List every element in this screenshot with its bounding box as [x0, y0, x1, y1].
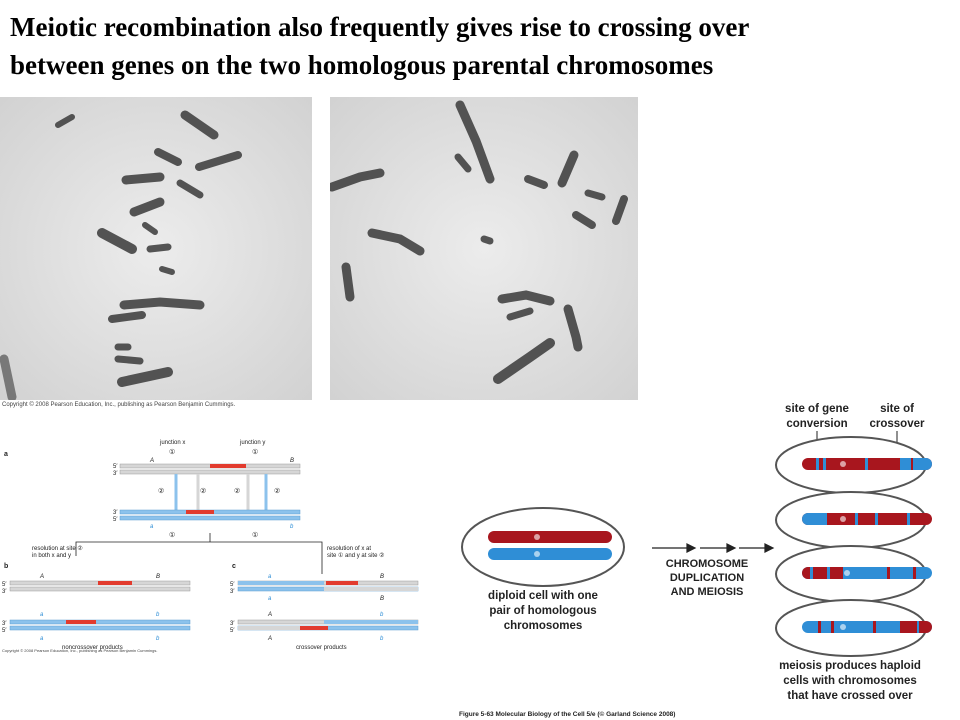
svg-text:5′: 5′ — [113, 464, 118, 470]
junction-x-site: ① — [169, 448, 175, 456]
svg-text:in both x and y: in both x and y — [32, 553, 71, 559]
title-line-2: between genes on the two homologous pare… — [10, 50, 714, 80]
gene-conversion-label-2: conversion — [786, 418, 847, 430]
svg-text:B: B — [380, 574, 384, 580]
panel-c-label: c — [232, 563, 236, 570]
svg-text:B: B — [156, 574, 160, 580]
chromosome-micrograph-right — [330, 97, 638, 400]
diploid-label-3: chromosomes — [504, 620, 583, 632]
svg-text:b: b — [380, 636, 384, 642]
svg-text:5′: 5′ — [230, 628, 235, 634]
svg-text:3′: 3′ — [113, 510, 118, 516]
svg-text:5′: 5′ — [230, 582, 235, 588]
svg-text:A: A — [149, 458, 154, 464]
svg-text:3′: 3′ — [2, 589, 7, 595]
svg-text:resolution of x at: resolution of x at — [327, 546, 371, 552]
haploid-label-3: that have crossed over — [787, 690, 913, 702]
svg-text:a: a — [268, 596, 272, 602]
svg-text:5′: 5′ — [113, 517, 118, 523]
crossover-site-label-1: site of — [880, 403, 914, 415]
svg-text:A: A — [39, 574, 44, 580]
svg-text:②: ② — [200, 487, 206, 495]
svg-text:b: b — [380, 612, 384, 618]
svg-text:b: b — [156, 636, 160, 642]
chromosome-micrograph-left — [0, 97, 312, 400]
haploid-chromosome-1 — [802, 458, 932, 470]
diploid-chromosome-blue — [488, 548, 612, 560]
svg-text:B: B — [380, 596, 384, 602]
process-arrows — [652, 543, 775, 553]
svg-text:a: a — [150, 524, 154, 530]
panel-a-label: a — [4, 451, 8, 458]
svg-text:3′: 3′ — [2, 621, 7, 627]
meiosis-crossover-diagram: site of gene conversion site of crossove… — [459, 403, 932, 718]
svg-text:①: ① — [169, 531, 175, 539]
crossover-site-label-2: crossover — [870, 418, 926, 430]
svg-text:A: A — [267, 636, 272, 642]
svg-text:resolution at site ②: resolution at site ② — [32, 545, 83, 552]
svg-text:②: ② — [158, 487, 164, 495]
svg-text:5′: 5′ — [2, 628, 7, 634]
svg-text:3′: 3′ — [230, 621, 235, 627]
diploid-chromosome-red — [488, 531, 612, 543]
process-label-2: DUPLICATION — [670, 572, 744, 584]
svg-text:b: b — [156, 612, 160, 618]
svg-text:5′: 5′ — [2, 582, 7, 588]
svg-text:②: ② — [274, 487, 280, 495]
svg-text:a: a — [40, 636, 44, 642]
svg-text:a: a — [40, 612, 44, 618]
junction-x-label: junction x — [159, 440, 185, 446]
panel-b-label: b — [4, 563, 8, 570]
junction-y-label: junction y — [239, 440, 265, 446]
haploid-label-1: meiosis produces haploid — [779, 660, 921, 672]
haploid-label-2: cells with chromosomes — [783, 675, 917, 687]
haploid-chromosome-4 — [802, 621, 932, 633]
diploid-label-1: diploid cell with one — [488, 590, 598, 602]
micrograph-left-image — [0, 97, 312, 400]
noncrossover-label: noncrossover products — [62, 645, 123, 651]
micrograph-copyright: Copyright © 2008 Pearson Education, Inc.… — [2, 402, 236, 408]
svg-text:3′: 3′ — [230, 589, 235, 595]
haploid-chromosome-2 — [802, 513, 932, 525]
diagram-a-copyright: Copyright © 2008 Pearson Education, Inc.… — [2, 648, 158, 653]
svg-text:A: A — [267, 612, 272, 618]
svg-text:b: b — [290, 524, 294, 530]
title-line-1: Meiotic recombination also frequently gi… — [10, 12, 750, 42]
gene-conversion-label-1: site of gene — [785, 403, 849, 415]
micrograph-right-image — [330, 97, 638, 400]
svg-text:a: a — [268, 574, 272, 580]
haploid-chromosome-3 — [802, 567, 932, 579]
svg-text:3′: 3′ — [113, 471, 118, 477]
slide-title: Meiotic recombination also frequently gi… — [10, 8, 950, 84]
svg-text:B: B — [290, 458, 294, 464]
process-label-1: CHROMOSOME — [666, 558, 749, 570]
crossover-label: crossover products — [296, 645, 347, 651]
svg-text:site ① and y at site ②: site ① and y at site ② — [327, 552, 384, 559]
diploid-label-2: pair of homologous — [489, 605, 596, 617]
svg-text:②: ② — [234, 487, 240, 495]
process-label-3: AND MEIOSIS — [671, 586, 744, 598]
figure-caption: Figure 5-63 Molecular Biology of the Cel… — [459, 710, 675, 718]
holliday-junction-diagram: a junction x junction y ① ① 5′ 3′ A B ② … — [2, 440, 419, 651]
junction-y-site: ① — [252, 448, 258, 456]
svg-text:①: ① — [252, 531, 258, 539]
